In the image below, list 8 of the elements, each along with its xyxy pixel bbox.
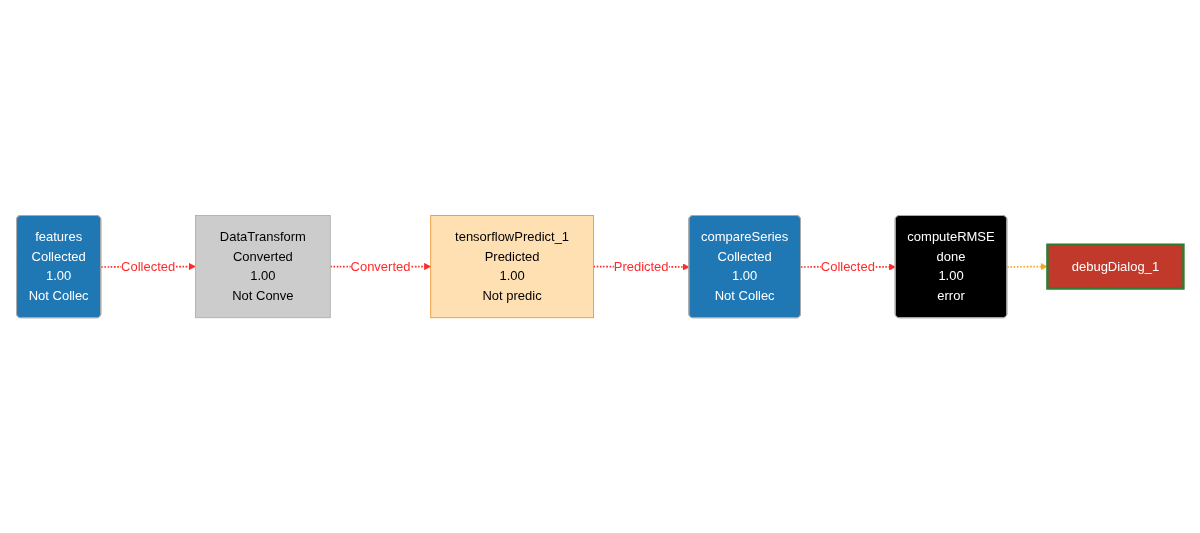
edge-label: Collected [820,259,875,273]
edge-label: Converted [350,259,411,273]
edge-label: Collected [121,259,176,273]
node-box: tensorflowPredict_1 Predicted 1.00 Not predic [430,214,594,319]
node-box: DataTransform Converted 1.00 Not Conve [195,214,331,319]
arrow [1006,262,1048,271]
edge-label: Predicted [613,259,669,273]
node-box: debugDialog_1 [1046,243,1185,290]
